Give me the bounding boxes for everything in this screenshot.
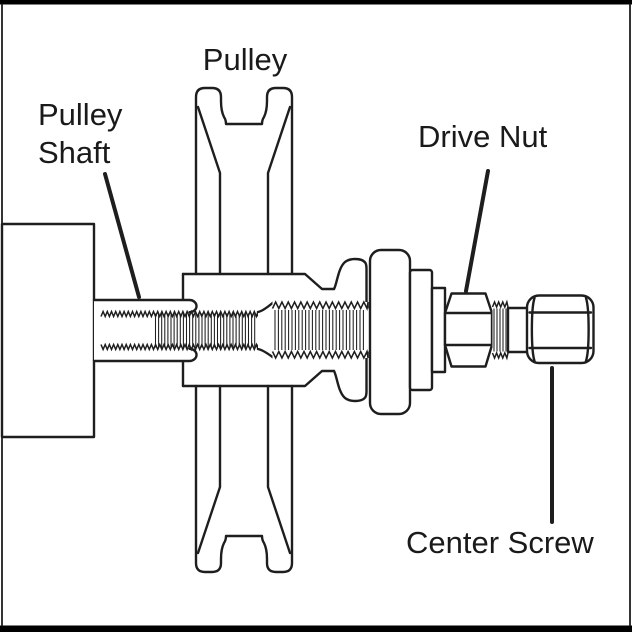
pulley-bottom-web-right — [266, 384, 292, 555]
pulley-top-web-right — [266, 105, 292, 276]
pulley-top-web-left — [196, 105, 222, 276]
puller-screw-hatching — [274, 310, 364, 350]
pulley-shaft — [92, 298, 369, 363]
puller-screw-crest-bottom — [271, 349, 369, 360]
frame-top-bar — [0, 0, 632, 5]
shaft-taper-edges — [256, 301, 274, 359]
pulley-label: Pulley — [203, 42, 288, 77]
pulley-bottom-rim — [194, 384, 294, 574]
collar-step-small — [430, 286, 447, 374]
thrust-washer — [368, 248, 412, 416]
frame-bottom-bar — [0, 625, 632, 632]
shaft-sleeve-bottom — [92, 347, 198, 363]
collar-step-large — [408, 268, 434, 392]
hex-head-corner-chamfers — [530, 296, 590, 363]
center-screw-crest-bottom — [491, 351, 509, 361]
center-screw-hex-head — [525, 294, 595, 365]
drive-nut-label: Drive Nut — [418, 119, 548, 154]
pulley-hub-boss-bottom — [332, 356, 368, 403]
drive-assembly — [368, 248, 595, 416]
center-screw-hatching — [493, 308, 507, 352]
center-screw-neck — [506, 306, 529, 354]
pulley-bottom-web-left — [196, 384, 222, 555]
shaft-sleeve-top — [92, 298, 198, 314]
pulley-hub-top — [181, 272, 336, 291]
shaft-thread-body — [101, 311, 258, 350]
mounting-block — [0, 222, 96, 439]
pulley-outline — [181, 86, 368, 574]
leader-line-pulley-shaft — [103, 172, 141, 299]
center-screw-label: Center Screw — [406, 525, 594, 560]
center-screw-crest-top — [491, 299, 509, 309]
puller-screw-crest-top — [271, 300, 369, 311]
pulley-shaft-label-line2: Shaft — [38, 135, 111, 170]
hex-head-facet-lines — [528, 311, 593, 350]
leader-line-drive-nut — [464, 169, 490, 293]
drive-nut-facet-lines — [443, 311, 494, 347]
pulley-top-rim — [194, 86, 294, 276]
pulley-hub-boss-top — [332, 257, 368, 304]
drive-nut-hex — [443, 292, 494, 368]
shaft-thread-hatching — [154, 313, 256, 348]
shaft-taper-body — [258, 303, 273, 357]
pulley-hub-bottom — [181, 369, 336, 388]
pulley-shaft-label-line1: Pulley — [38, 97, 123, 132]
